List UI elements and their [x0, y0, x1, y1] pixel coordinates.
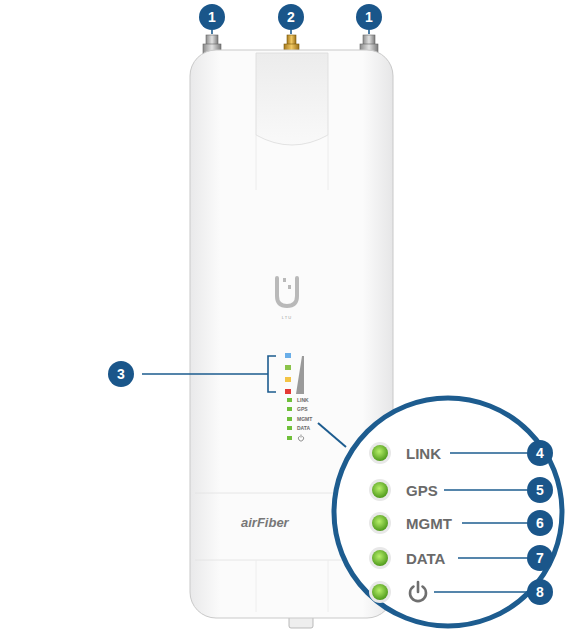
led-label: MGMT [297, 417, 312, 422]
zoom-leds [369, 442, 391, 603]
callout-number: 1 [208, 10, 216, 24]
led-label: GPS [297, 407, 308, 412]
callout-circles [108, 4, 553, 605]
status-leds [287, 398, 292, 440]
signal-leds [285, 353, 304, 394]
led-label: MGMT [406, 516, 452, 531]
led-label: DATA [406, 551, 445, 566]
led-label: LINK [406, 446, 441, 461]
led-label: DATA [297, 426, 310, 431]
power-symbol [410, 582, 426, 601]
callout-number: 1 [365, 10, 373, 24]
callout-number: 5 [536, 483, 544, 497]
callout-number: 2 [287, 10, 295, 24]
leader-lines [212, 30, 527, 592]
callout-number: 4 [536, 446, 544, 460]
power-symbol-small [298, 435, 303, 441]
callout-number: 8 [536, 585, 544, 599]
callout-number: 6 [536, 516, 544, 530]
top-panel [256, 53, 328, 145]
bracket [142, 356, 276, 392]
led-label: LINK [297, 398, 309, 403]
logo [277, 278, 297, 306]
callout-number: 7 [536, 551, 544, 565]
logo-text: LTU [282, 316, 292, 320]
led-label: GPS [406, 483, 438, 498]
zoom-circle [334, 398, 562, 626]
callout-number: 3 [117, 367, 125, 381]
brand-logo: airFiber [241, 516, 289, 529]
zoom-leader [318, 423, 346, 447]
